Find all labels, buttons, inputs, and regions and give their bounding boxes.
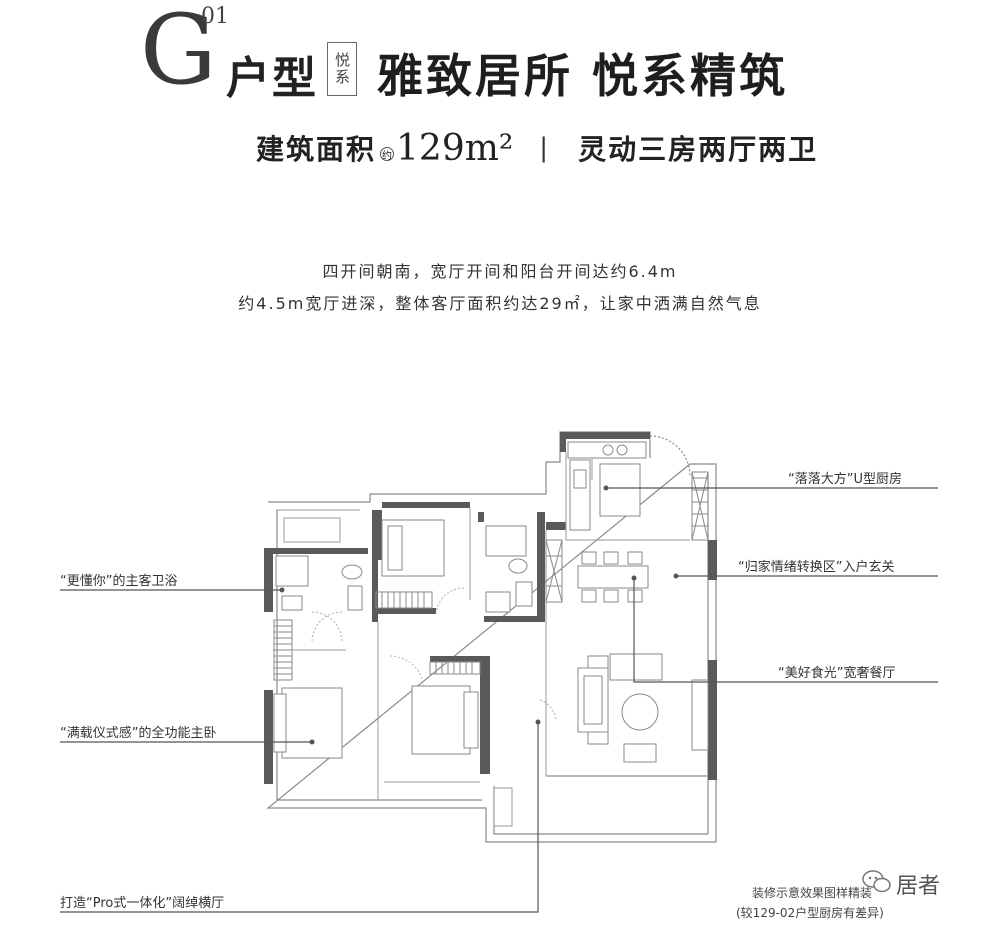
leader-lines	[60, 487, 938, 913]
watermark: 居者	[862, 868, 940, 900]
annotation-master: “满载仪式感”的全功能主卧	[60, 726, 217, 741]
area-label: 建筑面积	[256, 133, 377, 166]
annotation-dining: “美好食光”宽奢餐厅	[778, 666, 896, 681]
annotation-entry: “归家情绪转换区”入户玄关	[738, 560, 895, 575]
series-badge: 悦系	[327, 42, 357, 96]
annotation-bath: “更懂你”的主客卫浴	[60, 574, 178, 589]
footer-note-2: (较129-02户型厨房有差异)	[736, 906, 884, 920]
dining-table	[577, 551, 649, 603]
title-letter: G	[140, 0, 217, 106]
title-number: 01	[201, 4, 229, 29]
outer-outline	[266, 431, 717, 843]
wechat-icon	[862, 869, 892, 899]
leader-dots	[279, 485, 679, 745]
door-swings	[311, 587, 557, 721]
separator: |	[539, 133, 549, 163]
title-type-label: 户型	[226, 53, 318, 104]
annotation-living: 打造“Pro式一体化”阔绰横厅	[60, 896, 225, 911]
watermark-text: 居者	[896, 874, 941, 899]
footer-note-1: 装修示意效果图样精装	[752, 886, 873, 900]
description-line-2: 约4.5m宽厅进深，整体客厅面积约达29㎡，让家中洒满自然气息	[238, 294, 762, 313]
title-slogan: 雅致居所 悦系精筑	[377, 49, 789, 103]
balcony	[276, 509, 513, 827]
structural-walls	[264, 432, 717, 784]
approx-mark: 约	[380, 147, 395, 162]
living-furniture	[577, 653, 709, 763]
kitchen-fixtures	[567, 441, 647, 531]
annotation-kitchen: “落落大方”U型厨房	[788, 472, 902, 487]
subtitle: 建筑面积 约 129m² | 灵动三房两厅两卫	[256, 126, 818, 170]
bathroom-fixtures	[275, 525, 533, 613]
beds	[273, 519, 479, 759]
layout-desc: 灵动三房两厅两卫	[578, 133, 819, 166]
area-value: 129m²	[396, 127, 514, 169]
wardrobes	[273, 471, 709, 681]
description-line-1: 四开间朝南，宽厅开间和阳台开间达约6.4m	[322, 262, 678, 281]
